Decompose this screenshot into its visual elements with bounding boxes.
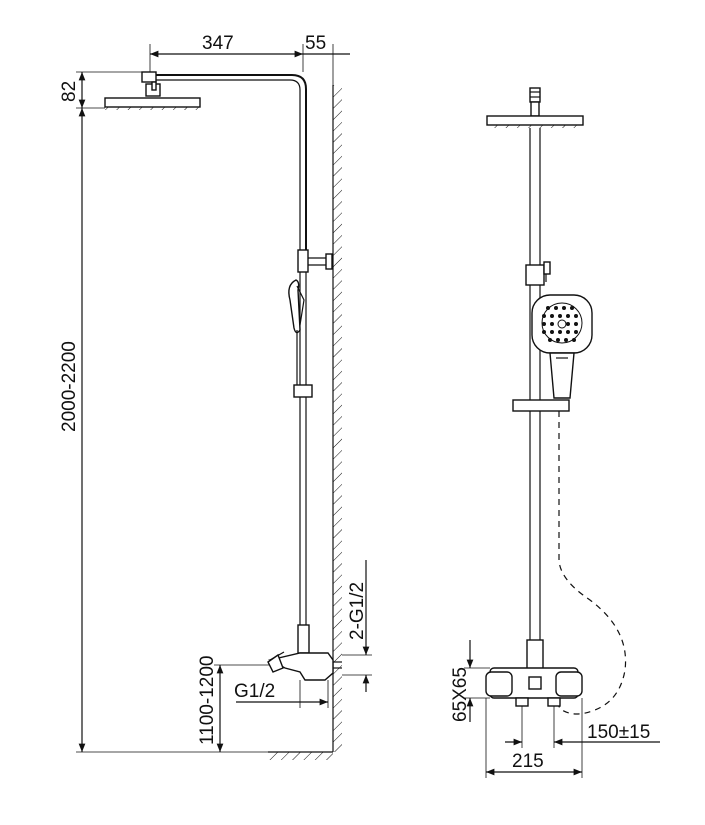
nozzle-dots: [542, 306, 578, 342]
dim-label-150: 150±15: [587, 722, 650, 743]
dim-82: 82: [59, 71, 142, 109]
dim-label-347: 347: [202, 33, 234, 54]
dim-label-g12: G1/2: [234, 681, 275, 702]
hand-shower-front: [512, 294, 593, 412]
dim-55: 55: [303, 33, 350, 85]
dim-label-82: 82: [59, 81, 80, 102]
wall: [268, 85, 342, 760]
dim-215: 215: [485, 698, 583, 778]
dim-label-2-g12: 2-G1/2: [347, 582, 368, 640]
dim-label-65x65: 65X65: [450, 667, 471, 722]
hose: [555, 411, 627, 715]
dim-label-1100-1200: 1100-1200: [197, 656, 218, 745]
dim-g12: G1/2: [234, 680, 329, 708]
dim-label-55: 55: [305, 33, 326, 54]
slide-bracket-front: [525, 261, 551, 286]
shower-arm: [141, 71, 307, 250]
side-view: 347 55 82 2000-2200 1100-1200 G1/2: [59, 33, 372, 760]
dim-347: 347: [149, 33, 304, 72]
wall-bracket: [297, 249, 333, 273]
dim-65x65: 65X65: [450, 640, 490, 722]
riser-front: [529, 128, 541, 640]
dim-2-g12: 2-G1/2: [342, 560, 372, 692]
dim-150: 150±15: [505, 706, 660, 748]
dim-label-215: 215: [512, 751, 544, 772]
dim-1100-1200: 1100-1200: [197, 656, 270, 752]
mixer-front: [485, 639, 583, 707]
riser-pipe: [299, 272, 307, 625]
hand-shower-side: [288, 279, 313, 398]
front-view: 65X65 150±15 215: [450, 87, 660, 778]
dim-2000-2200: 2000-2200: [59, 108, 268, 753]
dim-label-2000-2200: 2000-2200: [59, 341, 80, 432]
mixer-side: [267, 624, 342, 681]
shower-head-side: [104, 97, 201, 110]
shower-head-front: [486, 87, 584, 128]
